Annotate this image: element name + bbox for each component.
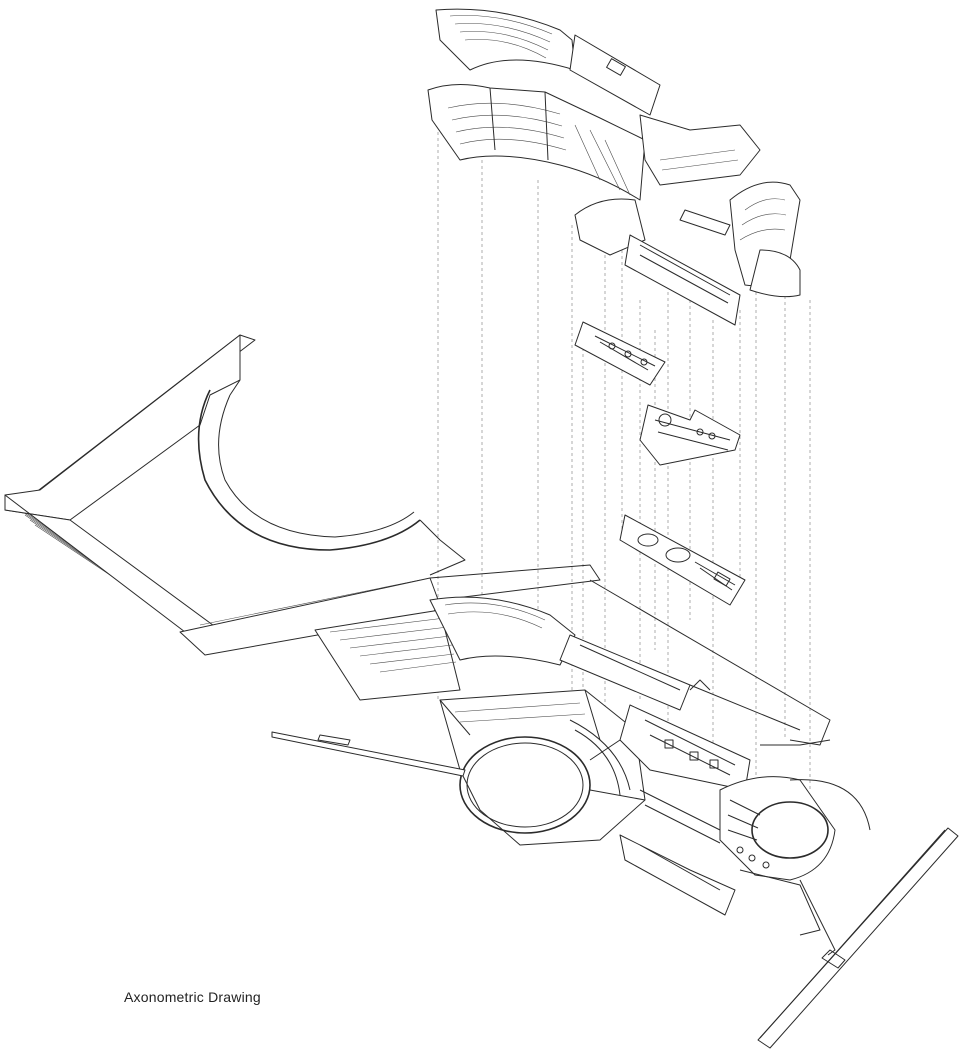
upper-floor-plate — [574, 321, 666, 386]
ground-level — [4, 334, 959, 1049]
drawing-caption: Axonometric Drawing — [124, 989, 261, 1005]
lower-floor-plate — [619, 514, 746, 606]
roof-level — [427, 8, 801, 326]
middle-floor-plate — [639, 404, 741, 466]
